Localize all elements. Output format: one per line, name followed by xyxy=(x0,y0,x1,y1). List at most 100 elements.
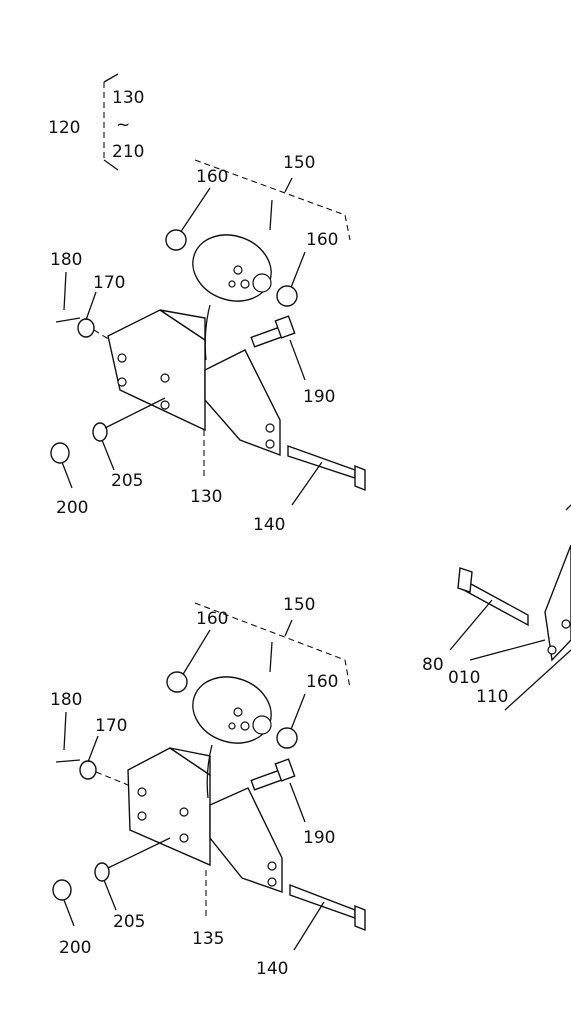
lever-hole xyxy=(561,619,571,629)
label-110: 110 xyxy=(476,687,508,707)
leader-190 xyxy=(289,339,306,381)
lever-tip xyxy=(565,504,571,511)
roller-hole xyxy=(240,721,250,731)
bracket-hole xyxy=(137,811,147,821)
shaft-upper xyxy=(204,304,211,361)
bracket-hole xyxy=(137,787,147,797)
roller-hole xyxy=(233,265,243,275)
spacer-160-right-part xyxy=(276,285,298,307)
label-170: 170 xyxy=(95,716,127,736)
roller-hole xyxy=(240,279,250,289)
shaft-lower xyxy=(206,744,213,799)
bracket-hole xyxy=(160,400,170,410)
roller-hole xyxy=(228,722,236,730)
callout-150-bracket xyxy=(194,602,351,689)
label-200: 200 xyxy=(59,938,91,958)
label-010: 010 xyxy=(448,668,480,688)
leader-170 xyxy=(87,735,99,763)
leader-80 xyxy=(449,599,493,651)
washer-205-part xyxy=(94,862,110,882)
washer-170-part xyxy=(77,318,95,338)
leader-160-left xyxy=(179,187,211,234)
leader-160-right xyxy=(289,251,306,291)
leader-140 xyxy=(291,461,323,506)
leader-205 xyxy=(103,879,117,911)
label-160-right: 160 xyxy=(306,672,338,692)
label-140: 140 xyxy=(253,515,285,535)
leader-160-left xyxy=(181,629,211,677)
pin-180-part xyxy=(55,759,81,763)
label-140: 140 xyxy=(256,959,288,979)
axis-170 xyxy=(95,771,129,786)
bracket-hole xyxy=(265,423,275,433)
label-205: 205 xyxy=(111,471,143,491)
axis-205 xyxy=(104,397,166,429)
callout-150-line xyxy=(284,177,293,193)
callout-150-line xyxy=(284,619,293,637)
rod-140-hook xyxy=(354,904,366,932)
bracket-hole xyxy=(265,439,275,449)
label-160-left: 160 xyxy=(196,609,228,629)
nut-200-part xyxy=(52,879,72,901)
label-80: 80 xyxy=(422,655,444,675)
bolt-190-head xyxy=(274,315,296,339)
roller-hole xyxy=(228,280,236,288)
leader-160-right xyxy=(289,693,306,733)
leader-200 xyxy=(61,461,73,489)
roller-hole xyxy=(233,707,243,717)
label-160-left: 160 xyxy=(196,167,228,187)
spacer-160-right-part xyxy=(276,727,298,749)
spacer-160-left-part xyxy=(166,671,188,693)
axis-170 xyxy=(93,329,111,341)
spacer-160-left-part xyxy=(165,229,187,251)
bracket-hole xyxy=(117,353,127,363)
bracket-hole xyxy=(179,807,189,817)
bracket-hole xyxy=(267,877,277,887)
label-205: 205 xyxy=(113,912,145,932)
leader-150 xyxy=(269,641,273,673)
bracket-hole xyxy=(179,833,189,843)
lever-010-part xyxy=(544,544,571,662)
roller-150-part xyxy=(192,676,272,744)
leader-010 xyxy=(469,639,546,661)
group-label: 120 130 ~ 210 xyxy=(48,73,144,171)
label-170: 170 xyxy=(93,273,125,293)
bracket-hole xyxy=(117,377,127,387)
leader-190 xyxy=(289,782,306,823)
upper-assembly: 160 150 160 190 xyxy=(50,153,366,535)
leader-140 xyxy=(293,901,325,951)
nut-200-part xyxy=(50,442,70,464)
group-bracket-ends xyxy=(103,73,119,171)
axis-205 xyxy=(107,837,171,869)
leader-200 xyxy=(63,899,75,927)
roller-hub xyxy=(252,715,272,735)
lever-hole xyxy=(547,645,557,655)
label-190: 190 xyxy=(303,387,335,407)
bracket-130-arm xyxy=(204,349,281,457)
label-150: 150 xyxy=(283,595,315,615)
bracket-hole xyxy=(160,373,170,383)
leader-205 xyxy=(101,439,115,471)
label-range-sep: ~ xyxy=(116,115,130,135)
leader-110 xyxy=(504,649,571,711)
right-partial-assembly: 80 010 110 xyxy=(422,504,571,711)
roller-150-part xyxy=(192,234,272,302)
bracket-135-arm xyxy=(209,787,283,893)
rod-140-part xyxy=(289,883,356,919)
leader-180 xyxy=(63,271,67,311)
bracket-hole xyxy=(267,861,277,871)
washer-170-part xyxy=(79,760,97,780)
label-180: 180 xyxy=(50,250,82,270)
rod-140-hook xyxy=(354,464,366,492)
label-150: 150 xyxy=(283,153,315,173)
washer-205-part xyxy=(92,422,108,442)
label-190: 190 xyxy=(303,828,335,848)
label-range-end: 210 xyxy=(112,142,144,162)
roller-hub xyxy=(252,273,272,293)
bracket-130-top xyxy=(159,309,206,342)
callout-150-bracket xyxy=(194,159,351,241)
label-range-start: 130 xyxy=(112,88,144,108)
label-135: 135 xyxy=(192,929,224,949)
bolt-190-head xyxy=(274,758,296,782)
